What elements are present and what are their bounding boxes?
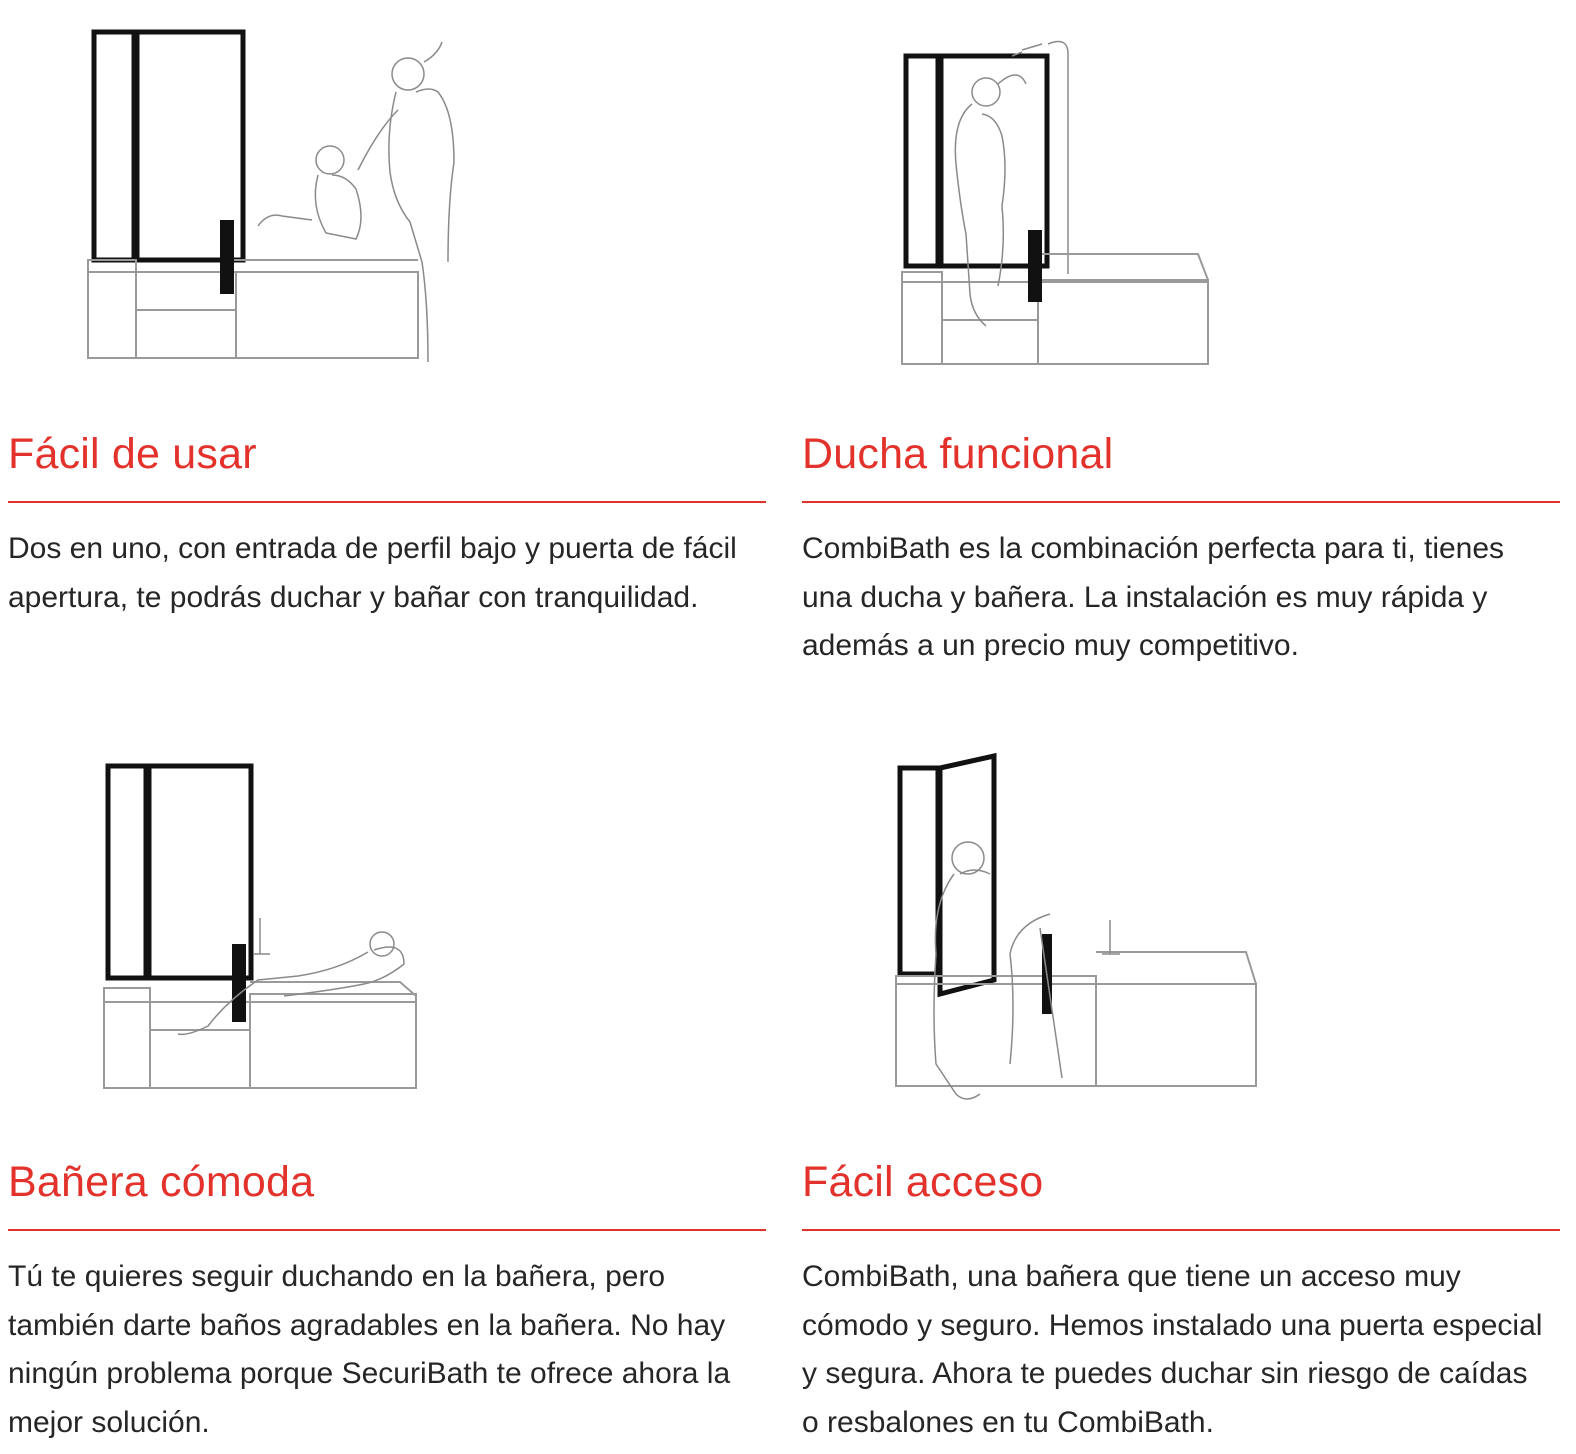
bathtub-man-showering-illustration (862, 10, 1302, 400)
card-title: Fácil de usar (8, 430, 257, 478)
title-divider (802, 501, 1560, 503)
card-title: Ducha funcional (802, 430, 1114, 478)
card-description: Dos en uno, con entrada de perfil bajo y… (8, 532, 737, 614)
card-description: CombiBath, una bañera que tiene un acces… (802, 1260, 1543, 1439)
card-description: Tú te quieres seguir duchando en la bañe… (8, 1260, 731, 1439)
title-divider (802, 1229, 1560, 1231)
card-description: CombiBath es la combinación perfecta par… (802, 532, 1505, 662)
title-divider (8, 1229, 766, 1231)
bathtub-child-mother-illustration (68, 10, 508, 400)
card-title: Fácil acceso (802, 1158, 1044, 1206)
bathtub-elderly-access-illustration (862, 738, 1302, 1128)
bathtub-woman-bathing-illustration (68, 738, 508, 1128)
title-divider (8, 501, 766, 503)
card-title: Bañera cómoda (8, 1158, 315, 1206)
